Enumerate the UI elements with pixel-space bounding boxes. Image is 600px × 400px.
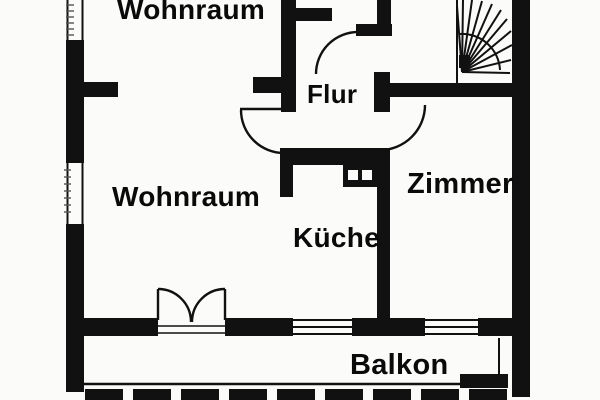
staircase-icon [456,0,513,83]
room-label-zimmer: Zimmer [407,168,514,200]
window-bottom-left [293,319,352,335]
window-left-mid [66,163,84,224]
room-label-kueche: Küche [293,222,381,253]
interior-walls [84,0,512,318]
chimney-shaft-icon [343,165,379,187]
balcony-railing [85,389,507,400]
door-arc-flur-wohnraum [239,109,285,155]
window-left-top-ticks [66,4,74,36]
room-label-balkon: Balkon [350,349,449,381]
window-left-mid-ticks [64,169,71,213]
door-arc-flur-kueche [379,104,427,152]
room-label-flur: Flur [307,79,358,109]
french-door-balcony [156,287,227,334]
window-bottom-right [425,319,478,335]
room-label-wohnraum-top: Wohnraum [117,0,266,25]
balcony-structure [76,338,508,400]
window-left-top [66,0,84,41]
exterior-walls [66,0,530,397]
room-label-wohnraum-main: Wohnraum [112,181,261,212]
door-arc-wc [314,30,359,75]
